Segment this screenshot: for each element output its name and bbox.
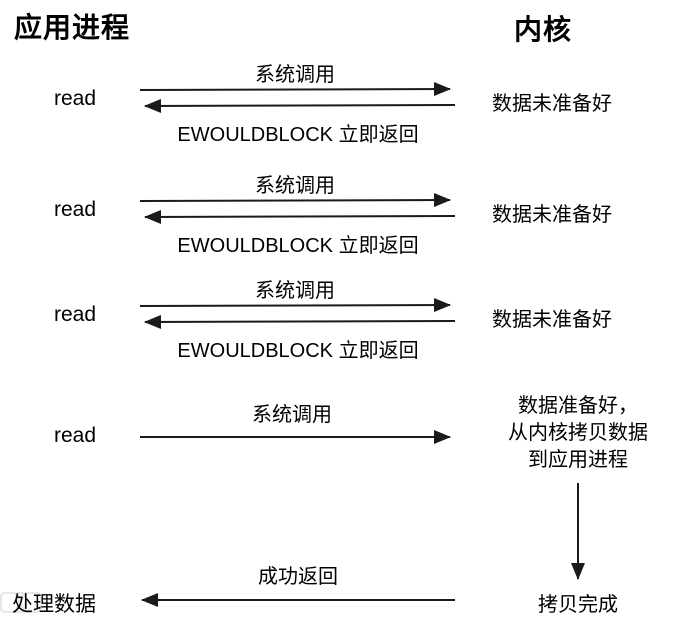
- kernel-title: 内核: [514, 14, 573, 45]
- syscall-arrow-3: [139, 298, 451, 313]
- kernel-state-2: 数据未准备好: [492, 204, 612, 226]
- success-return-label: 成功返回: [258, 566, 338, 588]
- app-process-title: 应用进程: [14, 12, 131, 43]
- return-label-3: EWOULDBLOCK 立即返回: [177, 340, 419, 362]
- return-arrow-3: [144, 314, 456, 329]
- final-read-call: read: [54, 424, 97, 447]
- process-data-label: 处理数据: [12, 593, 96, 616]
- return-arrow-2: [144, 209, 456, 224]
- return-arrow-1: [144, 98, 456, 113]
- return-label-1: EWOULDBLOCK 立即返回: [177, 124, 419, 146]
- final-syscall-label: 系统调用: [252, 404, 332, 426]
- copy-complete-label: 拷贝完成: [538, 594, 618, 616]
- syscall-arrow-1: [139, 82, 451, 97]
- kernel-data-ready-line-3: 到应用进程: [528, 449, 628, 471]
- syscall-arrow-2: [139, 193, 451, 208]
- kernel-data-ready-line-1: 数据准备好，: [518, 395, 638, 417]
- kernel-data-ready-line-2: 从内核拷贝数据: [508, 422, 648, 444]
- return-label-2: EWOULDBLOCK 立即返回: [177, 235, 419, 257]
- read-call-2: read: [54, 198, 97, 221]
- kernel-data-ready-block: 数据准备好， 从内核拷贝数据 到应用进程: [478, 393, 677, 474]
- read-call-3: read: [54, 303, 97, 326]
- kernel-state-1: 数据未准备好: [492, 93, 612, 115]
- watermark: [0, 592, 42, 613]
- read-call-1: read: [54, 87, 97, 110]
- syscall-label-2: 系统调用: [255, 175, 335, 197]
- kernel-state-3: 数据未准备好: [492, 309, 612, 331]
- syscall-label-1: 系统调用: [255, 64, 335, 86]
- syscall-label-3: 系统调用: [255, 280, 335, 302]
